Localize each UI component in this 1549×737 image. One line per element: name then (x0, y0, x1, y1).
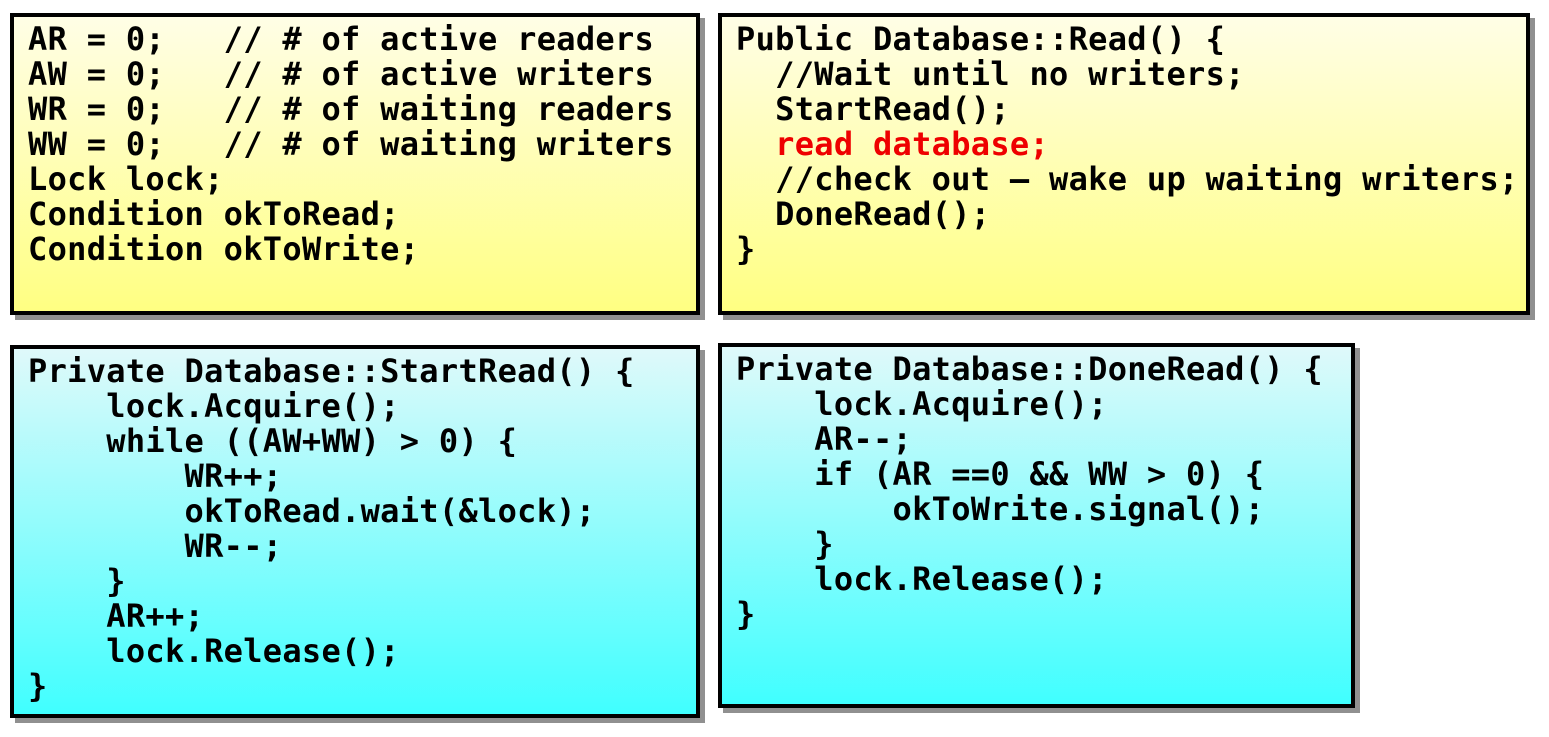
code-line: Public Database::Read() { (736, 20, 1226, 58)
code-line: AR++; (28, 597, 205, 635)
code-line: okToRead.wait(&lock); (28, 492, 596, 530)
code-box-private-database-startread: Private Database::StartRead() { lock.Acq… (10, 345, 700, 718)
code-line: Private Database::StartRead() { (28, 352, 635, 390)
code-line: Private Database::DoneRead() { (736, 350, 1323, 388)
code-line: WR++; (28, 457, 283, 495)
code-line: //check out – wake up waiting writers; (736, 160, 1519, 198)
code-line: AR--; (736, 420, 913, 458)
code-line: } (736, 525, 834, 563)
code-line: lock.Release(); (28, 632, 400, 670)
code-line: WR--; (28, 527, 283, 565)
code-line: AR = 0; // # of active readers (28, 20, 655, 58)
code-line: AW = 0; // # of active writers (28, 55, 655, 93)
code-line: Lock lock; (28, 160, 224, 198)
code-box-public-database-read: Public Database::Read() { //Wait until n… (718, 13, 1530, 315)
code-line: DoneRead(); (736, 195, 991, 233)
code-line: //Wait until no writers; (736, 55, 1245, 93)
code-line: lock.Release(); (736, 560, 1108, 598)
code-line: if (AR ==0 && WW > 0) { (736, 455, 1265, 493)
code-line: } (28, 562, 126, 600)
code-line: WW = 0; // # of waiting writers (28, 125, 674, 163)
code-line: StartRead(); (736, 90, 1010, 128)
code-line: okToWrite.signal(); (736, 490, 1265, 528)
code-line: } (736, 595, 756, 633)
code-line: Condition okToWrite; (28, 230, 420, 268)
code-line: WR = 0; // # of waiting readers (28, 90, 674, 128)
code-line: while ((AW+WW) > 0) { (28, 422, 518, 460)
code-line: Condition okToRead; (28, 195, 400, 233)
code-line: lock.Acquire(); (28, 387, 400, 425)
code-line: lock.Acquire(); (736, 385, 1108, 423)
code-line-highlighted: read database; (736, 125, 1050, 163)
code-line: } (28, 667, 48, 705)
code-line: } (736, 230, 756, 268)
code-box-private-database-doneread: Private Database::DoneRead() { lock.Acqu… (718, 343, 1355, 708)
